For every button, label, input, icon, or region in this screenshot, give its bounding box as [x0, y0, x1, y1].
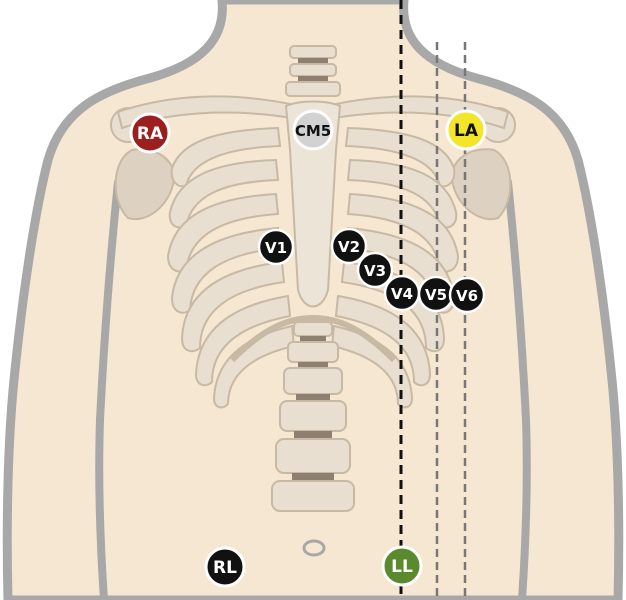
electrode-label-v1: V1 — [265, 239, 287, 257]
electrode-label-ll: LL — [391, 557, 413, 577]
electrode-cm5: CM5 — [292, 109, 334, 151]
electrode-label-cm5: CM5 — [295, 122, 331, 140]
electrode-rl: RL — [204, 546, 246, 588]
right-arm-line — [95, 178, 122, 600]
electrode-label-ra: RA — [137, 124, 164, 144]
electrode-ra: RA — [129, 112, 171, 154]
electrode-label-rl: RL — [213, 558, 237, 578]
electrode-v6: V6 — [448, 276, 486, 314]
electrode-label-v3: V3 — [364, 262, 386, 280]
electrode-v2: V2 — [330, 227, 368, 265]
navel-icon — [302, 539, 326, 557]
left-arm-line — [504, 178, 531, 600]
electrode-la: LA — [445, 109, 487, 151]
electrode-ll: LL — [381, 545, 423, 587]
electrode-v5: V5 — [417, 275, 455, 313]
electrode-label-v4: V4 — [391, 285, 413, 303]
electrode-label-v6: V6 — [456, 287, 478, 305]
electrode-label-la: LA — [454, 121, 479, 141]
electrode-label-v5: V5 — [425, 286, 447, 304]
electrode-label-v2: V2 — [338, 238, 360, 256]
electrode-v4: V4 — [383, 274, 421, 312]
electrode-v3: V3 — [356, 251, 394, 289]
electrode-v1: V1 — [257, 228, 295, 266]
